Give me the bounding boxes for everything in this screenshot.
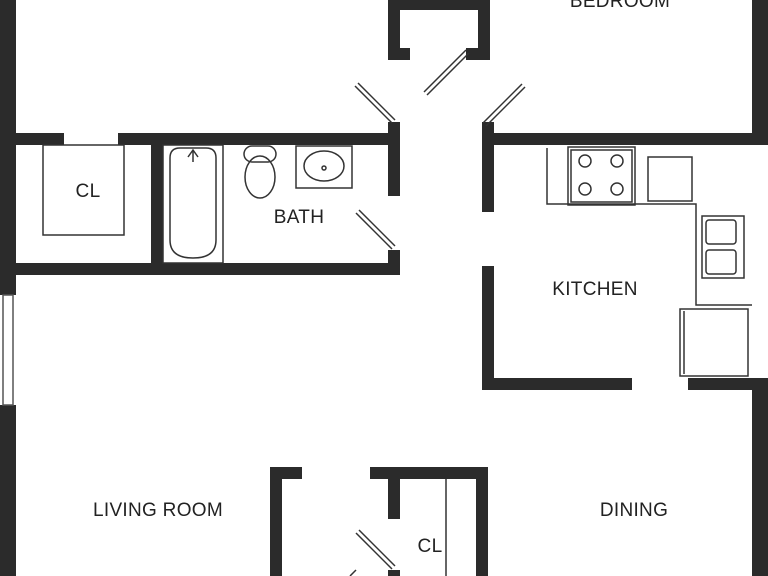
wall-cl2-top [370, 467, 488, 479]
door-closet-bottom-2 [349, 569, 357, 576]
wall-cl2-inner [388, 479, 400, 519]
door-bath-edge [358, 209, 396, 247]
kitchen-sink-basin-bottom [705, 249, 737, 275]
door-hallcloset [423, 49, 467, 93]
stove [567, 146, 636, 206]
label-kitchen: KITCHEN [552, 279, 638, 300]
wall-kitchen-left-top [482, 122, 494, 212]
bath-sink [295, 145, 353, 189]
wall-kitchen-left-bottom [482, 266, 494, 390]
toilet-tank [243, 145, 277, 163]
wall-hallcloset-right [478, 0, 490, 60]
wall-bath-right-bottom [388, 250, 400, 275]
wall-closet-top-left [16, 133, 64, 145]
label-bath: BATH [274, 207, 324, 228]
door-bath [355, 212, 393, 250]
wall-hallcloset-stub-left [400, 48, 410, 60]
wall-cl2-left [270, 467, 282, 576]
wall-kitchen-top [482, 133, 768, 145]
bathtub [162, 144, 224, 264]
door-bedroom [482, 83, 523, 124]
wall-cl2-right [476, 467, 488, 576]
burner-icon [578, 154, 592, 168]
label-living-room: LIVING ROOM [93, 500, 223, 521]
dishwasher [647, 156, 693, 202]
door-hallcloset-edge [426, 52, 470, 96]
wall-right-lower [752, 380, 768, 576]
door-bath-hall [354, 85, 393, 124]
bath-sink-basin [303, 150, 345, 182]
door-closet-bottom [355, 532, 393, 570]
burner-icon [610, 182, 624, 196]
wall-closet-top-right [118, 133, 400, 145]
kitchen-counter [546, 148, 752, 306]
label-closet-bottom: CL [418, 536, 443, 557]
doors [349, 49, 526, 576]
wall-hallcloset-left [388, 0, 400, 60]
label-dining: DINING [600, 500, 668, 521]
door-closet-bottom-edge [358, 529, 396, 567]
wall-cl2-inner-bottom [388, 570, 400, 576]
burner-icon [610, 154, 624, 168]
kitchen-sink [701, 215, 745, 279]
door-bedroom-edge [485, 86, 526, 127]
wall-right-upper [752, 0, 768, 140]
label-bedroom: BEDROOM [570, 0, 670, 12]
wall-closet-bath [151, 145, 163, 275]
wall-left-upper [0, 0, 16, 295]
wall-bath-bottom [16, 263, 400, 275]
bathtub-basin [169, 147, 217, 259]
closet-shelf [42, 144, 125, 236]
room-labels: BEDROOM CL BATH KITCHEN LIVING ROOM DINI… [76, 0, 670, 557]
wall-kitchen-bottom-right [688, 378, 768, 390]
wall-left-lower [0, 405, 16, 576]
refrigerator [679, 308, 749, 377]
toilet-bowl [244, 155, 276, 199]
kitchen-sink-basin-top [705, 219, 737, 245]
stove-inner [570, 149, 633, 203]
door-bath-hall-edge [357, 82, 396, 121]
tub-faucet-icon [187, 148, 199, 162]
wall-kitchen-bottom-left [482, 378, 632, 390]
wall-hallcloset-stub-right [466, 48, 478, 60]
window-left [2, 294, 14, 406]
wall-hallcloset-top [388, 0, 488, 10]
burner-icon [578, 182, 592, 196]
label-closet-top: CL [76, 181, 101, 202]
wall-bath-right-top [388, 122, 400, 196]
fixtures [42, 144, 752, 576]
sink-drain-icon [321, 165, 327, 171]
